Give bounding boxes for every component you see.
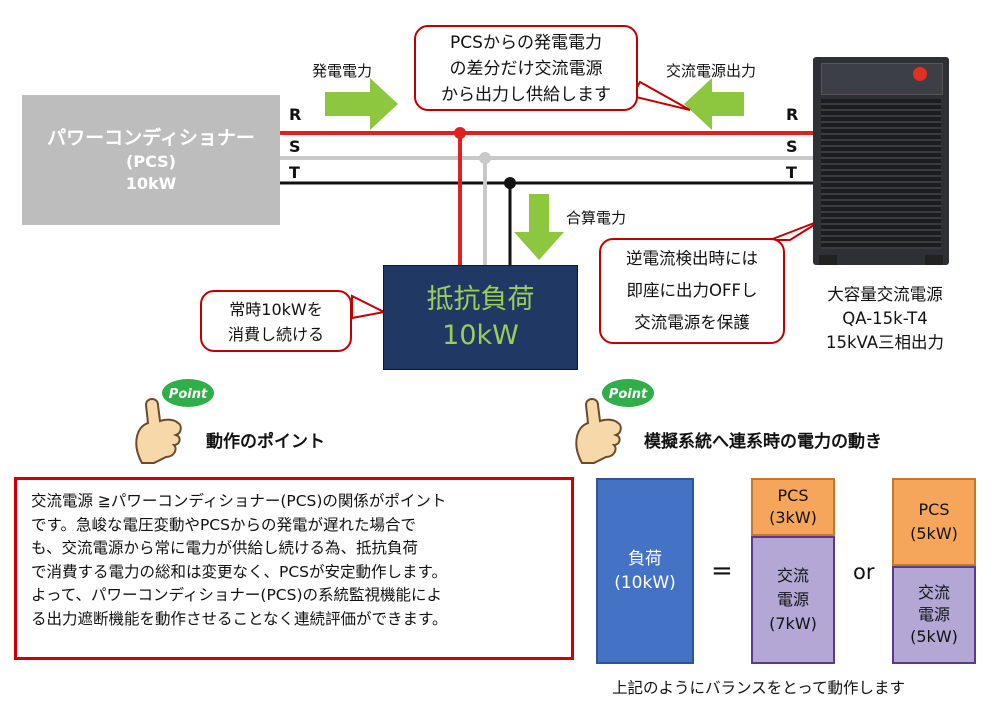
callout-left: 常時10kWを 消費し続ける: [200, 290, 352, 352]
point-badge-text: Point: [609, 387, 648, 402]
balance-load-value: (10kW): [614, 573, 676, 593]
sum-power-arrow: [514, 194, 564, 260]
pcs-sub1: (PCS): [126, 151, 176, 171]
section-operation-points-title: 動作のポイント: [206, 432, 325, 452]
load-title: 抵抗負荷: [426, 283, 535, 315]
balance-load-label: 負荷: [628, 549, 662, 569]
note-line6: る出力遮断機能を動作させることなく連続評価ができます。: [31, 609, 448, 628]
device-label: 大容量交流電源 QA-15k-T4 15kVA三相出力: [800, 283, 970, 355]
section-power-flow-title: 模擬系統へ連系時の電力の動き: [644, 432, 882, 452]
device-caster-icon: [925, 255, 943, 265]
phase-t-right: T: [786, 163, 797, 182]
balance-a-pcs-label: PCS: [777, 486, 809, 505]
callout-top-line3: から出力し供給します: [441, 85, 611, 105]
emergency-stop-icon: [913, 67, 927, 81]
callout-top-tail: [630, 80, 691, 111]
load-value: 10kW: [442, 319, 519, 351]
balance-a-ac-line1: 交流: [776, 566, 809, 585]
ac-output-label: 交流電源出力: [666, 62, 757, 80]
balance-b-ac-line1: 交流: [917, 583, 950, 602]
balance-b-ac-block: 交流 電源 (5kW): [892, 566, 976, 664]
callout-right-line1: 逆電流検出時には: [626, 249, 758, 268]
balance-b-ac-line2: 電源: [917, 605, 950, 624]
pcs-sub2: 10kW: [125, 173, 177, 193]
callout-right-line3: 交流電源を保護: [634, 313, 750, 332]
gen-power-label: 発電電力: [312, 62, 373, 80]
device-line2: QA-15k-T4: [842, 309, 928, 328]
callout-right-line2: 即座に出力OFFし: [626, 281, 758, 300]
device-line1: 大容量交流電源: [827, 285, 943, 304]
phase-s-left: S: [289, 137, 301, 156]
r-junction: [454, 127, 466, 139]
phase-t-left: T: [289, 163, 300, 182]
callout-top-line1: PCSからの発電電力: [450, 33, 602, 53]
sum-power-label: 合算電力: [566, 209, 627, 227]
note-line3: も、交流電源から常に電力が供給し続ける為、抵抗負荷: [31, 539, 419, 558]
point-hand-icon: Point: [135, 379, 214, 464]
callout-left-tail: [351, 294, 388, 320]
balance-a-pcs-value: (3kW): [769, 508, 817, 527]
point-hand-icon: Point: [575, 379, 654, 464]
point-badge-text: Point: [169, 387, 208, 402]
balance-a-pcs-block: PCS (3kW): [751, 478, 835, 536]
callout-right-tail: [769, 219, 823, 241]
pcs-title: パワーコンディショナー: [47, 126, 255, 149]
phase-r-left: R: [289, 105, 302, 124]
ac-power-source-image: [813, 57, 949, 265]
balance-a-ac-line2: 電源: [776, 590, 809, 609]
callout-top: PCSからの発電電力 の差分だけ交流電源 から出力し供給します: [414, 25, 638, 111]
pcs-box: パワーコンディショナー (PCS) 10kW: [22, 95, 280, 225]
balance-a-ac-block: 交流 電源 (7kW): [751, 536, 835, 664]
balance-b-pcs-value: (5kW): [910, 524, 958, 543]
operation-note-box: 交流電源 ≧パワーコンディショナー(PCS)の関係がポイント です。急峻な電圧変…: [14, 477, 574, 660]
note-line2: です。急峻な電圧変動やPCSからの発電が遅れた場合で: [31, 515, 416, 534]
equals-sign: =: [711, 556, 733, 586]
device-line3: 15kVA三相出力: [825, 333, 945, 352]
phase-r-right: R: [786, 105, 799, 124]
balance-b-pcs-label: PCS: [918, 500, 950, 519]
balance-load-block: 負荷 (10kW): [596, 478, 694, 664]
callout-left-line1: 常時10kWを: [229, 300, 323, 319]
phase-s-right: S: [786, 137, 798, 156]
t-junction: [504, 177, 516, 189]
or-label: or: [853, 560, 875, 584]
balance-caption: 上記のようにバランスをとって動作します: [612, 679, 905, 697]
device-caster-icon: [819, 255, 837, 265]
note-line5: よって、パワーコンディショナー(PCS)の系統監視機能によ: [31, 586, 443, 605]
balance-b-pcs-block: PCS (5kW): [892, 478, 976, 566]
callout-right: 逆電流検出時には 即座に出力OFFし 交流電源を保護: [599, 238, 785, 344]
resistive-load-box: 抵抗負荷 10kW: [383, 265, 578, 370]
device-vent-grille: [821, 99, 941, 249]
note-line4: で消費する電力の総和は変更なく、PCSが安定動作します。: [31, 562, 447, 581]
s-junction: [479, 152, 491, 164]
callout-left-line2: 消費し続ける: [227, 325, 324, 344]
ac-output-arrow: [684, 78, 744, 130]
callout-top-line2: の差分だけ交流電源: [449, 59, 603, 79]
note-line1: 交流電源 ≧パワーコンディショナー(PCS)の関係がポイント: [31, 492, 447, 510]
balance-b-ac-value: (5kW): [910, 627, 958, 646]
balance-a-ac-value: (7kW): [769, 614, 817, 633]
gen-power-arrow: [325, 78, 398, 130]
